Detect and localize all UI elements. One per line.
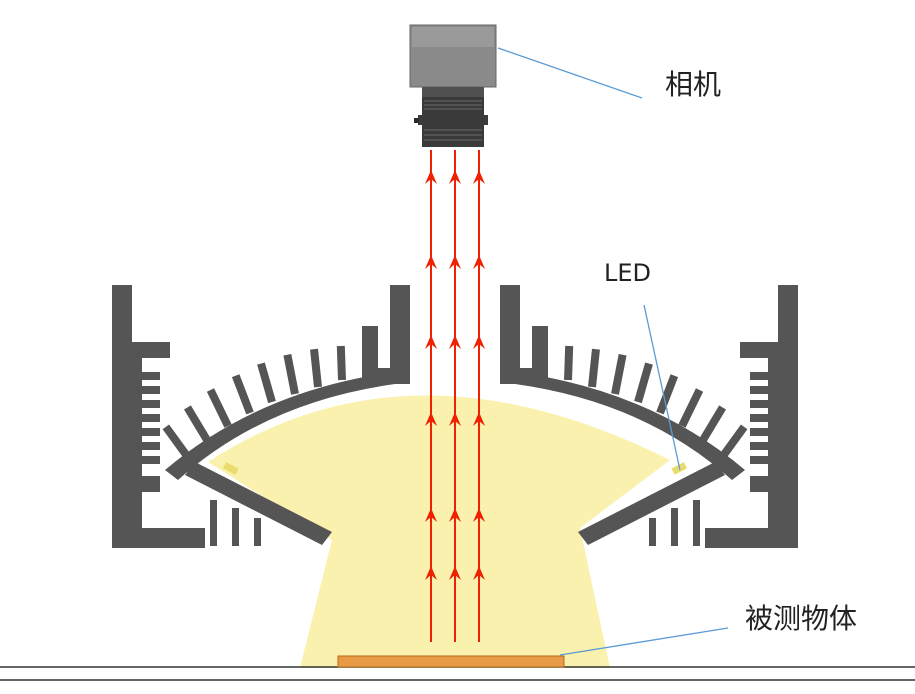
up-arrow-icon <box>473 566 485 580</box>
camera-icon <box>409 24 497 147</box>
up-arrow-icon <box>425 335 437 349</box>
up-arrow-icon <box>449 566 461 580</box>
up-arrow-icon <box>425 508 437 522</box>
up-arrow-icon <box>473 335 485 349</box>
light-rays <box>425 150 485 642</box>
up-arrow-icon <box>473 412 485 426</box>
up-arrow-icon <box>425 412 437 426</box>
object-leader-line <box>559 627 729 656</box>
camera-label: 相机 <box>665 68 721 101</box>
object-label: 被测物体 <box>745 602 857 635</box>
up-arrow-icon <box>425 566 437 580</box>
up-arrow-icon <box>473 508 485 522</box>
up-arrow-icon <box>449 170 461 184</box>
object-under-test <box>337 655 565 668</box>
led-label: LED <box>604 259 651 287</box>
up-arrow-icon <box>425 255 437 269</box>
led-leader-line <box>643 304 681 471</box>
up-arrow-icon <box>449 412 461 426</box>
camera-leader-line <box>497 47 643 99</box>
up-arrow-icon <box>473 255 485 269</box>
up-arrow-icon <box>473 170 485 184</box>
up-arrow-icon <box>425 170 437 184</box>
up-arrow-icon <box>449 255 461 269</box>
light-cone <box>208 395 670 668</box>
up-arrow-icon <box>449 508 461 522</box>
up-arrow-icon <box>449 335 461 349</box>
led-chip-left <box>222 462 239 475</box>
